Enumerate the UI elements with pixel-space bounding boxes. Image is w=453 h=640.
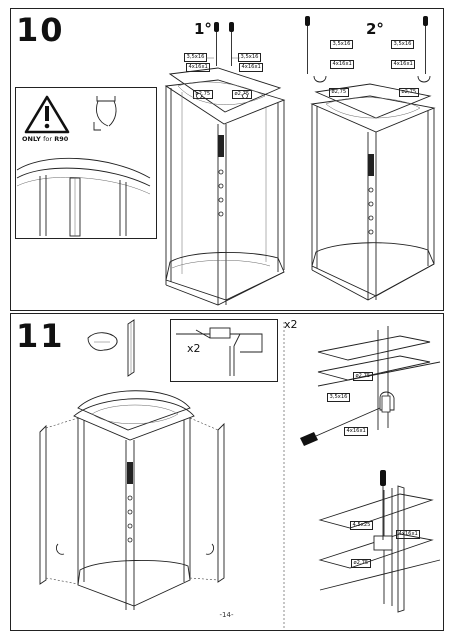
step-11-panel xyxy=(10,313,444,631)
inset-multiplier: x2 xyxy=(187,342,201,355)
screw-tag-right-2: 3,5x16 xyxy=(391,40,414,49)
shower-cabin-step11 xyxy=(39,390,225,610)
step-10-panel xyxy=(10,8,444,311)
model-label: R90 xyxy=(54,135,69,143)
hinge-detail-drawing xyxy=(176,327,263,376)
shower-cabin-left xyxy=(164,22,286,306)
substep-2-label: 2° xyxy=(366,20,384,38)
washer-tag-left-1: 4x16x1 xyxy=(186,63,211,72)
screw-tag-right-1: 3,5x16 xyxy=(238,53,261,62)
screw-tag-left-1: 3,5x16 xyxy=(184,53,207,62)
corner-detail-drawing xyxy=(16,157,151,237)
detail-screw-tag-bottom: 4,5x25 xyxy=(350,521,373,530)
screw-tag-left-2: 3,5x16 xyxy=(330,40,353,49)
detail-multiplier: x2 xyxy=(284,318,298,331)
detail-screw-tag-top: 3,5x16 xyxy=(327,393,350,402)
side-panel-upright xyxy=(127,319,135,377)
step-10-number: 10 xyxy=(16,11,65,49)
washer-tag-right-1: 4x16x1 xyxy=(239,63,264,72)
screwdriver-icon xyxy=(214,22,234,66)
hole-tag-right-1: ø2,75 xyxy=(232,90,252,99)
washer-tag-left-2: 4x16x1 xyxy=(330,60,355,69)
screwdriver-icon xyxy=(380,470,386,540)
hinge-screw-detail-bottom xyxy=(318,470,441,613)
warning-triangle-icon xyxy=(24,95,70,134)
hinge-screw-detail-top xyxy=(300,326,441,446)
warning-inset xyxy=(15,87,157,239)
only-for-model-note: ONLY for R90 xyxy=(22,135,68,143)
shower-cabin-right xyxy=(305,16,436,301)
detail-washer-tag-top: 4x16x1 xyxy=(344,427,369,436)
hinge-inset xyxy=(170,319,278,382)
substep-1-label: 1° xyxy=(194,20,212,38)
only-label: ONLY xyxy=(22,135,41,143)
hole-tag-left-1: ø2,75 xyxy=(193,90,213,99)
detail-hole-tag-bottom: ø2,75 xyxy=(351,559,371,568)
washer-tag-right-2: 4x16x1 xyxy=(391,60,416,69)
page-number: -14- xyxy=(219,611,234,619)
screwdriver-icon xyxy=(305,16,428,74)
screwdriver-icon xyxy=(300,407,381,446)
step-11-number: 11 xyxy=(16,317,65,355)
glove-hand-drawing xyxy=(87,332,118,351)
hook-bracket-icon xyxy=(93,96,117,131)
detail-washer-tag-bottom: 4x16x1 xyxy=(396,530,421,539)
for-label: for xyxy=(43,135,53,143)
